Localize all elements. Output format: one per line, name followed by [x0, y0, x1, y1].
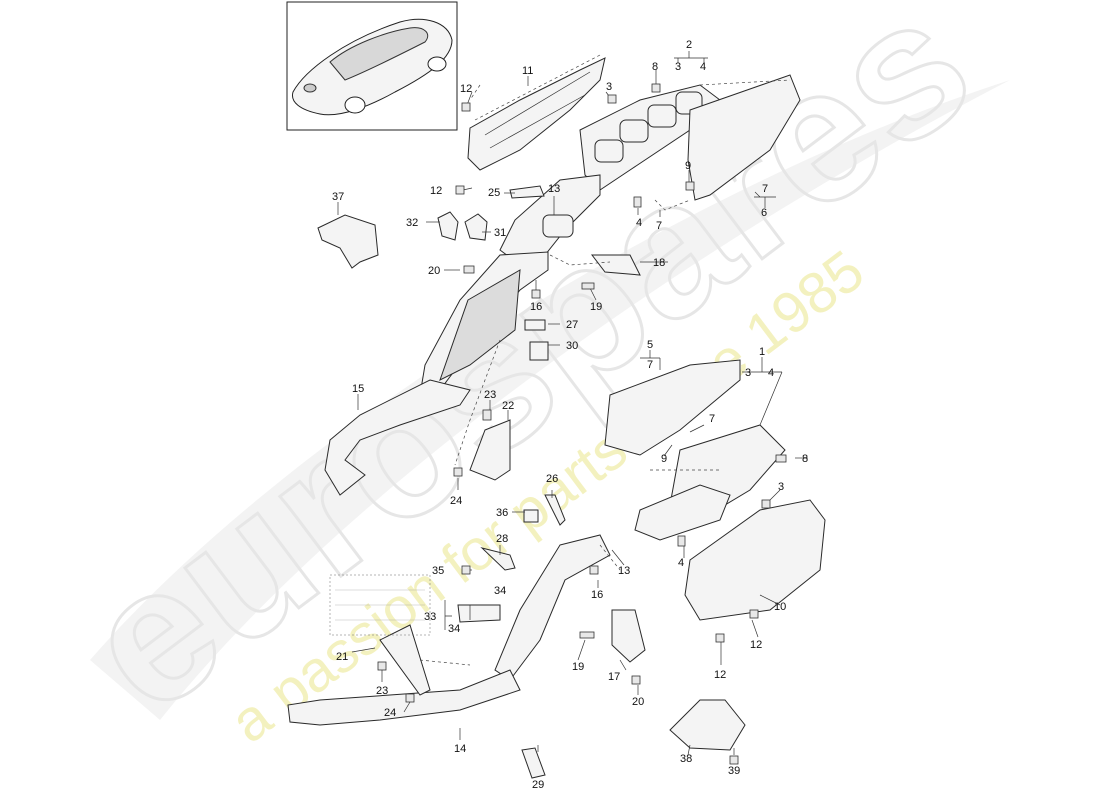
callout-38: 38 [680, 753, 692, 765]
manifold-gaskets-upper [594, 91, 703, 163]
clip-31 [464, 213, 488, 241]
guide-lines [419, 54, 791, 666]
callout-25: 25 [488, 187, 500, 199]
callout-30: 30 [566, 340, 578, 352]
callout-39: 39 [728, 765, 740, 777]
engine-block-sketch [329, 574, 431, 636]
callout-28: 28 [496, 533, 508, 545]
callout-19-upper: 19 [590, 301, 602, 313]
callout-34-b: 34 [494, 585, 506, 597]
clamp-36 [523, 509, 539, 523]
callout-33: 33 [424, 611, 436, 623]
bracket-21 [379, 624, 431, 696]
callout-8-top: 8 [652, 61, 658, 73]
oxygen-sensor-28 [480, 547, 516, 571]
callout-6: 6 [761, 207, 767, 219]
callout-4-mid: 4 [636, 217, 642, 229]
callout-4-top: 4 [700, 61, 706, 73]
callout-3-top: 3 [675, 61, 681, 73]
bracket-34 [457, 604, 501, 623]
callout-3-upper: 3 [606, 81, 612, 93]
callout-19-lower: 19 [572, 661, 584, 673]
callout-12-b: 12 [430, 185, 442, 197]
callout-2: 2 [686, 39, 692, 51]
bracket-22 [469, 419, 511, 481]
callout-27: 27 [566, 319, 578, 331]
callout-35: 35 [432, 565, 444, 577]
heat-shield-10 [684, 499, 826, 621]
callout-23-lower: 23 [376, 685, 388, 697]
callout-20-lower: 20 [632, 696, 644, 708]
callout-12-c: 12 [750, 639, 762, 651]
callout-7-upper: 7 [762, 183, 768, 195]
callout-3-right: 3 [745, 367, 751, 379]
callout-8-right: 8 [802, 453, 808, 465]
callout-12-a: 12 [460, 83, 472, 95]
callout-17: 17 [608, 671, 620, 683]
catalytic-converter-lower [634, 484, 731, 541]
callout-26: 26 [546, 473, 558, 485]
callout-13-lower: 13 [618, 565, 630, 577]
bracket-17 [611, 609, 646, 663]
callout-12-d: 12 [714, 669, 726, 681]
callout-37: 37 [332, 191, 344, 203]
callout-34-a: 34 [448, 623, 460, 635]
heat-shield-38 [669, 699, 746, 751]
callout-13-upper: 13 [548, 183, 560, 195]
callout-31: 31 [494, 227, 506, 239]
gasket-13-upper [542, 214, 574, 238]
callout-24-upper: 24 [450, 495, 462, 507]
heat-shield-5 [604, 359, 741, 456]
fasteners [377, 83, 787, 765]
callout-7-mid: 7 [656, 220, 662, 232]
paste-tube-29 [521, 747, 546, 779]
callout-23-upper: 23 [484, 389, 496, 401]
callout-4-lower: 4 [678, 557, 684, 569]
bracket-18 [590, 254, 641, 276]
callout-1: 1 [759, 346, 765, 358]
callout-10: 10 [774, 601, 786, 613]
callout-9-lower: 9 [661, 453, 667, 465]
callout-15: 15 [352, 383, 364, 395]
clamp-30 [529, 341, 549, 361]
callout-7-sub: 7 [647, 359, 653, 371]
callout-29: 29 [532, 779, 544, 791]
callout-21: 21 [336, 651, 348, 663]
callout-20-upper: 20 [428, 265, 440, 277]
callout-labels: 1 2 3 4 3 3 4 3 4 4 5 6 7 7 7 7 8 8 9 9 … [332, 39, 808, 791]
callout-16-upper: 16 [530, 301, 542, 313]
callout-36: 36 [496, 507, 508, 519]
gasket-plate-6 [687, 74, 801, 201]
callout-7-lower: 7 [709, 413, 715, 425]
callout-16-lower: 16 [591, 589, 603, 601]
callout-24-lower: 24 [384, 707, 396, 719]
intermediate-pipe-right [494, 534, 611, 681]
exhaust-pipe-15 [324, 379, 471, 496]
vehicle-thumbnail [286, 1, 458, 131]
callout-18: 18 [653, 257, 665, 269]
callout-14: 14 [454, 743, 466, 755]
callout-32: 32 [406, 217, 418, 229]
clip-32 [437, 211, 459, 241]
callout-11: 11 [522, 65, 533, 77]
callout-4-right: 4 [768, 367, 774, 379]
callout-22: 22 [502, 400, 514, 412]
sensor-25 [509, 185, 545, 199]
leader-lines [337, 51, 808, 756]
callout-5: 5 [647, 339, 653, 351]
exhaust-pipe-14 [287, 669, 521, 726]
converter-body-left [439, 269, 521, 381]
bracket-37 [317, 214, 379, 269]
callout-9-upper: 9 [685, 160, 691, 172]
oxygen-sensor-27 [524, 319, 546, 331]
callout-3-lower: 3 [778, 481, 784, 493]
